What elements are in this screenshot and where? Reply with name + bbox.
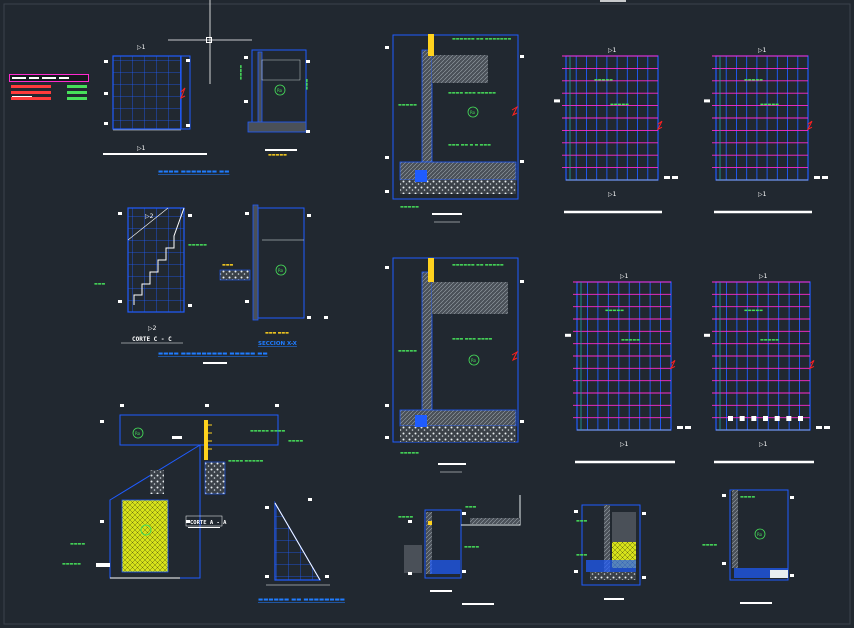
svg-text:▬▬▬▬▬ ▬▬▬▬: ▬▬▬▬▬ ▬▬▬▬ xyxy=(250,428,286,433)
sheet-border xyxy=(3,3,851,625)
wall-detail-bottom-3: Ro ▬▬▬▬ ▬▬▬▬ xyxy=(702,489,794,604)
svg-text:▷1: ▷1 xyxy=(759,441,768,448)
rebar-grid-mid-1: ▷1 ▷1 ▬▬▬▬▬ ▬▬▬▬▬ xyxy=(565,273,691,464)
stair-section-corte-c: ▷2 ▷2 ▬▬▬▬▬ ▬▬▬ xyxy=(94,207,207,332)
label-corte-c: CORTE C - C xyxy=(132,336,172,343)
svg-text:▬▬▬▬▬: ▬▬▬▬▬ xyxy=(62,561,81,566)
svg-text:▬▬▬▬▬: ▬▬▬▬▬ xyxy=(744,308,763,313)
wall-section-seccion-xx: Ro ▬▬▬ ▬▬▬ xyxy=(245,204,328,335)
svg-text:▬▬▬▬▬: ▬▬▬▬▬ xyxy=(398,102,417,107)
wall-detail-bottom-1: ▬▬▬▬ ▬▬▬ ▬▬▬▬ xyxy=(398,495,521,605)
svg-text:▬▬▬: ▬▬▬ xyxy=(222,262,234,267)
svg-text:▷1: ▷1 xyxy=(620,441,629,448)
svg-text:Ro: Ro xyxy=(470,110,476,115)
svg-text:▬▬▬: ▬▬▬ xyxy=(304,78,309,90)
svg-text:▬▬▬▬▬: ▬▬▬▬▬ xyxy=(744,77,763,82)
svg-text:▬▬▬▬: ▬▬▬▬ xyxy=(288,438,303,443)
wall-section-small-1: Ro ▬▬▬▬▬ ▬▬▬▬ ▬▬▬ xyxy=(238,49,310,157)
svg-text:Ro: Ro xyxy=(278,268,284,273)
legend-header xyxy=(9,74,89,98)
svg-text:Ro: Ro xyxy=(757,532,763,537)
svg-text:▬▬▬▬: ▬▬▬▬ xyxy=(238,65,243,80)
svg-text:▷1: ▷1 xyxy=(758,47,767,54)
svg-text:▬▬▬▬ ▬▬▬▬▬: ▬▬▬▬ ▬▬▬▬▬ xyxy=(228,458,264,463)
rebar-grid-mid-2: ▷1 ▷1 ▬▬▬▬▬ ▬▬▬▬▬ xyxy=(704,273,830,464)
svg-text:▷1: ▷1 xyxy=(137,145,146,152)
crosshair-pickbox-icon[interactable] xyxy=(206,37,212,43)
svg-text:▬▬▬▬▬: ▬▬▬▬▬ xyxy=(400,204,419,209)
svg-text:▬▬▬▬ ▬▬▬ ▬▬▬▬▬: ▬▬▬▬ ▬▬▬ ▬▬▬▬▬ xyxy=(448,90,496,95)
svg-text:▬▬▬: ▬▬▬ xyxy=(576,552,588,557)
svg-text:Ro: Ro xyxy=(471,358,477,363)
title-block-3: ▬▬▬▬▬▬ ▬▬ ▬▬▬▬▬▬▬▬ xyxy=(258,597,345,603)
svg-text:▬▬▬▬▬: ▬▬▬▬▬ xyxy=(621,337,640,342)
svg-text:▬▬▬▬▬: ▬▬▬▬▬ xyxy=(610,102,629,107)
legend-row-2 xyxy=(9,91,89,97)
svg-text:▬▬▬▬: ▬▬▬▬ xyxy=(70,541,85,546)
svg-text:▬▬▬▬▬: ▬▬▬▬▬ xyxy=(594,77,613,82)
svg-text:▬▬▬▬▬: ▬▬▬▬▬ xyxy=(760,337,779,342)
svg-text:▷1: ▷1 xyxy=(137,44,146,51)
svg-text:▬▬▬▬▬▬ ▬▬ ▬▬▬▬▬▬▬: ▬▬▬▬▬▬ ▬▬ ▬▬▬▬▬▬▬ xyxy=(452,36,511,41)
svg-text:▷2: ▷2 xyxy=(145,213,154,220)
svg-text:Ro: Ro xyxy=(277,88,283,93)
legend-table xyxy=(9,74,89,102)
legend-row-1 xyxy=(9,85,89,91)
retaining-wall-section-top: Ro ▬▬▬▬▬▬ ▬▬ ▬▬▬▬▬▬▬ ▬▬▬▬▬ ▬▬▬▬ ▬▬▬ ▬▬▬▬… xyxy=(385,34,524,223)
title-block-2: ▬▬▬▬ ▬▬▬▬▬▬▬▬▬ ▬▬▬▬▬ ▬▬ xyxy=(158,351,268,357)
rebar-grid-top-2: ▷1 ▷1 ▬▬▬▬▬ ▬▬▬▬▬ xyxy=(704,47,828,214)
svg-text:▬▬▬▬: ▬▬▬▬ xyxy=(398,514,413,519)
svg-text:▬▬▬ ▬▬▬ ▬▬▬▬: ▬▬▬ ▬▬▬ ▬▬▬▬ xyxy=(452,336,493,341)
svg-text:▬▬▬▬▬: ▬▬▬▬▬ xyxy=(400,450,419,455)
svg-text:▬▬▬: ▬▬▬ xyxy=(465,504,477,509)
wall-detail-bottom-2: ▬▬▬ ▬▬▬ xyxy=(574,504,646,600)
svg-text:▷2: ▷2 xyxy=(148,325,157,332)
footing-detail-small: ▬▬▬ xyxy=(219,262,251,281)
svg-text:Ro: Ro xyxy=(135,431,141,436)
svg-text:▷1: ▷1 xyxy=(758,191,767,198)
svg-text:▬▬▬▬: ▬▬▬▬ xyxy=(702,542,717,547)
label-corte-a: CORTE A - A xyxy=(190,520,227,526)
label-seccion-xx: SECCION X-X xyxy=(258,341,298,347)
legend-row-3 xyxy=(9,97,89,103)
svg-text:▷1: ▷1 xyxy=(608,191,617,198)
svg-text:▬▬▬▬▬: ▬▬▬▬▬ xyxy=(398,348,417,353)
svg-text:▷1: ▷1 xyxy=(620,273,629,280)
svg-text:▬▬▬▬▬: ▬▬▬▬▬ xyxy=(268,152,287,157)
svg-text:▬▬▬▬▬▬ ▬▬ ▬▬▬▬▬: ▬▬▬▬▬▬ ▬▬ ▬▬▬▬▬ xyxy=(452,262,504,267)
svg-text:▬▬▬▬▬: ▬▬▬▬▬ xyxy=(188,242,207,247)
svg-text:▬▬▬▬: ▬▬▬▬ xyxy=(464,544,479,549)
stair-plan-corte-a: Ro ▬▬▬▬▬ ▬▬▬▬ ▬▬▬▬ ▬▬▬▬▬ ▬▬▬▬ ▬▬▬▬ ▬▬▬▬▬ xyxy=(62,404,303,579)
svg-text:▬▬▬ ▬▬ ▬ ▬ ▬▬▬: ▬▬▬ ▬▬ ▬ ▬ ▬▬▬ xyxy=(448,142,491,147)
svg-text:▬▬▬▬: ▬▬▬▬ xyxy=(740,494,755,499)
svg-text:▬▬▬▬▬: ▬▬▬▬▬ xyxy=(760,102,779,107)
svg-text:▬▬▬: ▬▬▬ xyxy=(576,518,588,523)
plan-grid-top-left: ▷1 ▷1 xyxy=(103,44,207,155)
svg-text:▬▬▬ ▬▬▬: ▬▬▬ ▬▬▬ xyxy=(265,330,289,335)
rebar-grid-top-1: ▷1 ▷1 ▬▬▬▬▬ ▬▬▬▬▬ xyxy=(554,47,678,214)
svg-text:▬▬▬: ▬▬▬ xyxy=(94,281,106,286)
svg-text:▷1: ▷1 xyxy=(608,47,617,54)
title-block-1: ▬▬▬▬ ▬▬▬▬▬▬▬ ▬▬ xyxy=(158,169,229,175)
retaining-wall-section-middle: Ro ▬▬▬▬▬▬ ▬▬ ▬▬▬▬▬ ▬▬▬▬▬ ▬▬▬ ▬▬▬ ▬▬▬▬ ▬▬… xyxy=(385,257,524,473)
svg-text:▷1: ▷1 xyxy=(759,273,768,280)
svg-text:▬▬▬▬▬: ▬▬▬▬▬ xyxy=(605,308,624,313)
triangle-wall-elevation xyxy=(265,498,330,586)
